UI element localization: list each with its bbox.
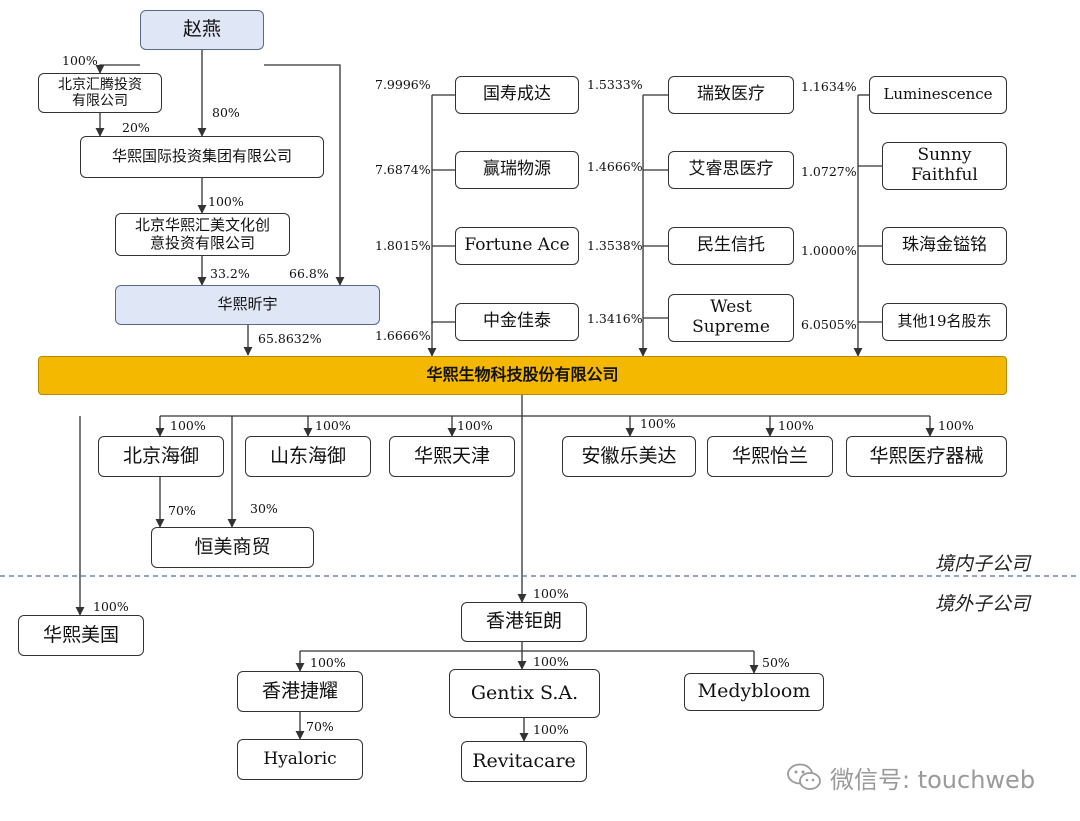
pct-ruizhi: 1.5333% — [587, 77, 643, 92]
pct-guoshou: 7.9996% — [375, 77, 431, 92]
node-hk-jieyao: 香港捷耀 — [237, 671, 363, 712]
node-beijing-huiteng: 北京汇腾投资 有限公司 — [38, 73, 162, 113]
node-huaxi-tianjin: 华熙天津 — [389, 436, 515, 477]
pct-huaxi-medical: 100% — [938, 418, 974, 433]
pct-hk-jieyao: 100% — [310, 655, 346, 670]
pct-medybloom: 50% — [762, 655, 790, 670]
pct-others19: 6.0505% — [801, 317, 857, 332]
wechat-icon — [787, 763, 821, 790]
node-zhongjin: 中金佳泰 — [455, 303, 579, 341]
node-yingrui: 赢瑞物源 — [455, 151, 579, 189]
node-beijing-haiyu: 北京海御 — [98, 436, 224, 477]
node-revitacare: Revitacare — [461, 741, 587, 782]
edge-zhao-to-huiteng — [95, 64, 140, 74]
edge-zhao-to-xinyu — [264, 64, 345, 286]
pct-hk-julang: 100% — [533, 586, 569, 601]
region-overseas-label: 境外子公司 — [935, 593, 1031, 615]
pct-hyaloric: 70% — [306, 719, 334, 734]
wechat-watermark: 微信号: touchweb — [786, 757, 1056, 797]
pct-xinyu-to-main: 65.8632% — [258, 331, 322, 346]
pct-huiteng-to-intl: 20% — [122, 120, 150, 135]
node-sunny-faithful: Sunny Faithful — [882, 142, 1007, 190]
pct-revitacare: 100% — [533, 722, 569, 737]
pct-yingrui: 7.6874% — [375, 162, 431, 177]
node-huaxi-intl: 华熙国际投资集团有限公司 — [80, 136, 324, 178]
pct-west-supreme: 1.3416% — [587, 311, 643, 326]
pct-haiyu-to-hengmei: 70% — [168, 503, 196, 518]
pct-anhui-lemeida: 100% — [640, 416, 676, 431]
pct-gentix: 100% — [533, 654, 569, 669]
node-gentix: Gentix S.A. — [449, 669, 600, 718]
pct-zhuhai: 1.0000% — [801, 243, 857, 258]
node-minsheng: 民生信托 — [668, 227, 794, 265]
node-anhui-lemeida: 安徽乐美达 — [562, 436, 696, 477]
node-zhao-yan: 赵燕 — [140, 10, 264, 50]
pct-zhao-to-intl: 80% — [212, 105, 240, 120]
node-luminescence: Luminescence — [869, 76, 1007, 114]
node-huaxi-yilan: 华熙怡兰 — [707, 436, 833, 477]
pct-beijing-haiyu: 100% — [170, 418, 206, 433]
pct-zhao-to-huiteng: 100% — [62, 53, 98, 68]
node-huaxi-medical: 华熙医疗器械 — [846, 436, 1007, 477]
node-others19: 其他19名股东 — [882, 303, 1007, 341]
watermark-text: 微信号: touchweb — [830, 765, 1036, 794]
pct-intl-to-huimei: 100% — [208, 194, 244, 209]
node-west-supreme: West Supreme — [668, 294, 794, 342]
pct-shandong-haiyu: 100% — [315, 418, 351, 433]
node-zhuhai: 珠海金镒铭 — [882, 227, 1007, 265]
node-huaxi-usa: 华熙美国 — [18, 615, 144, 656]
pct-huimei-to-xinyu: 33.2% — [210, 266, 250, 281]
node-shandong-haiyu: 山东海御 — [245, 436, 371, 477]
node-ruizhi: 瑞致医疗 — [668, 76, 794, 114]
node-main-company: 华熙生物科技股份有限公司 — [38, 356, 1007, 395]
pct-zhongjin: 1.6666% — [375, 328, 431, 343]
node-medybloom: Medybloom — [684, 673, 824, 711]
node-hengmei: 恒美商贸 — [151, 527, 314, 568]
pct-huaxi-usa: 100% — [93, 599, 129, 614]
node-guoshou: 国寿成达 — [455, 76, 579, 114]
pct-fortune-ace: 1.8015% — [375, 238, 431, 253]
node-airuisi: 艾睿思医疗 — [668, 151, 794, 189]
node-hyaloric: Hyaloric — [237, 739, 363, 780]
region-domestic-label: 境内子公司 — [935, 553, 1031, 575]
node-hk-julang: 香港钜朗 — [461, 602, 587, 642]
node-fortune-ace: Fortune Ace — [455, 227, 579, 265]
pct-main-to-hengmei: 30% — [250, 501, 278, 516]
pct-luminescence: 1.1634% — [801, 79, 857, 94]
pct-zhao-to-xinyu: 66.8% — [289, 266, 329, 281]
pct-airuisi: 1.4666% — [587, 159, 643, 174]
pct-huaxi-yilan: 100% — [778, 418, 814, 433]
pct-sunny-faithful: 1.0727% — [801, 164, 857, 179]
node-huaxi-xinyu: 华熙昕宇 — [115, 285, 380, 325]
pct-minsheng: 1.3538% — [587, 238, 643, 253]
pct-huaxi-tianjin: 100% — [457, 418, 493, 433]
node-beijing-huaxi-huimei: 北京华熙汇美文化创 意投资有限公司 — [115, 213, 290, 256]
